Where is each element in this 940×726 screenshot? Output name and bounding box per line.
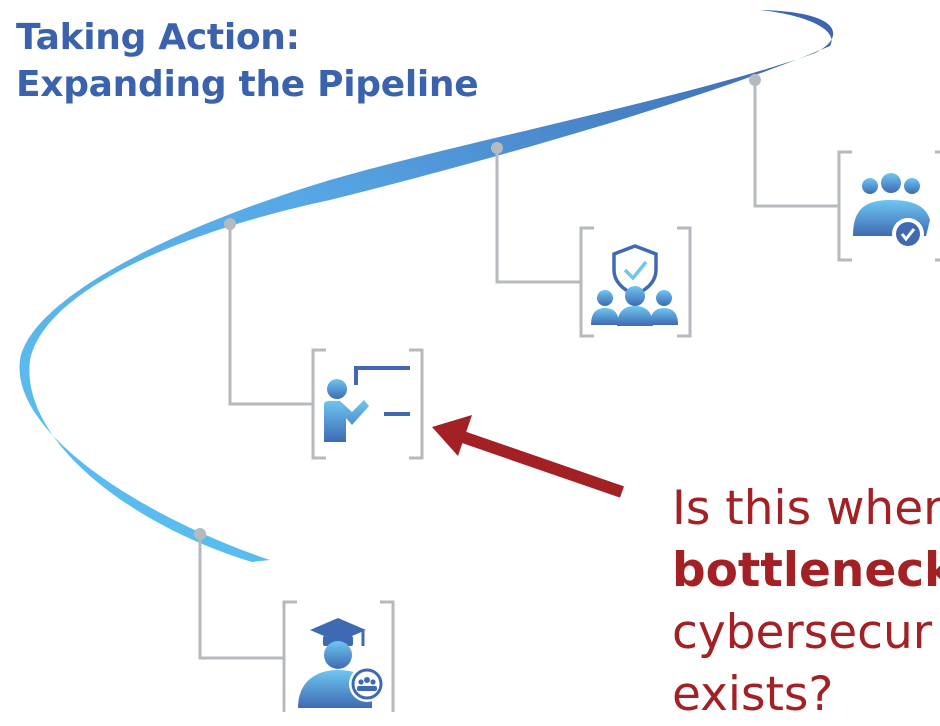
title-line-1: Taking Action: xyxy=(16,17,300,58)
frame-stage-1 xyxy=(282,600,395,712)
path-dot-4 xyxy=(749,74,761,86)
question-line-1: Is this wher xyxy=(672,481,940,536)
connector-stage-4 xyxy=(753,80,838,208)
question-line-2: bottleneck xyxy=(672,543,940,598)
page-title: Taking Action: Expanding the Pipeline xyxy=(16,14,479,108)
path-dot-1 xyxy=(194,528,206,540)
question-line-3: cybersecur xyxy=(672,605,933,660)
connector-stage-1 xyxy=(198,534,283,660)
frame-stage-2 xyxy=(311,348,424,460)
pointer-arrow xyxy=(432,415,624,498)
frame-stage-4 xyxy=(837,150,940,262)
connectors xyxy=(198,80,838,660)
icon-frames xyxy=(282,150,940,712)
connector-dots xyxy=(194,74,761,540)
bottleneck-question: Is this wher bottleneck cybersecur exist… xyxy=(672,478,940,726)
path-dot-3 xyxy=(491,142,503,154)
path-dot-2 xyxy=(224,218,236,230)
title-line-2: Expanding the Pipeline xyxy=(16,64,479,105)
frame-stage-3 xyxy=(579,226,692,338)
question-line-4: exists? xyxy=(672,667,834,722)
graduate-student-icon xyxy=(298,618,385,708)
connector-stage-2 xyxy=(228,224,312,406)
verified-group-icon xyxy=(853,173,930,250)
teacher-presentation-icon xyxy=(324,366,410,442)
security-team-shield-icon xyxy=(591,244,678,326)
connector-stage-3 xyxy=(495,148,580,284)
